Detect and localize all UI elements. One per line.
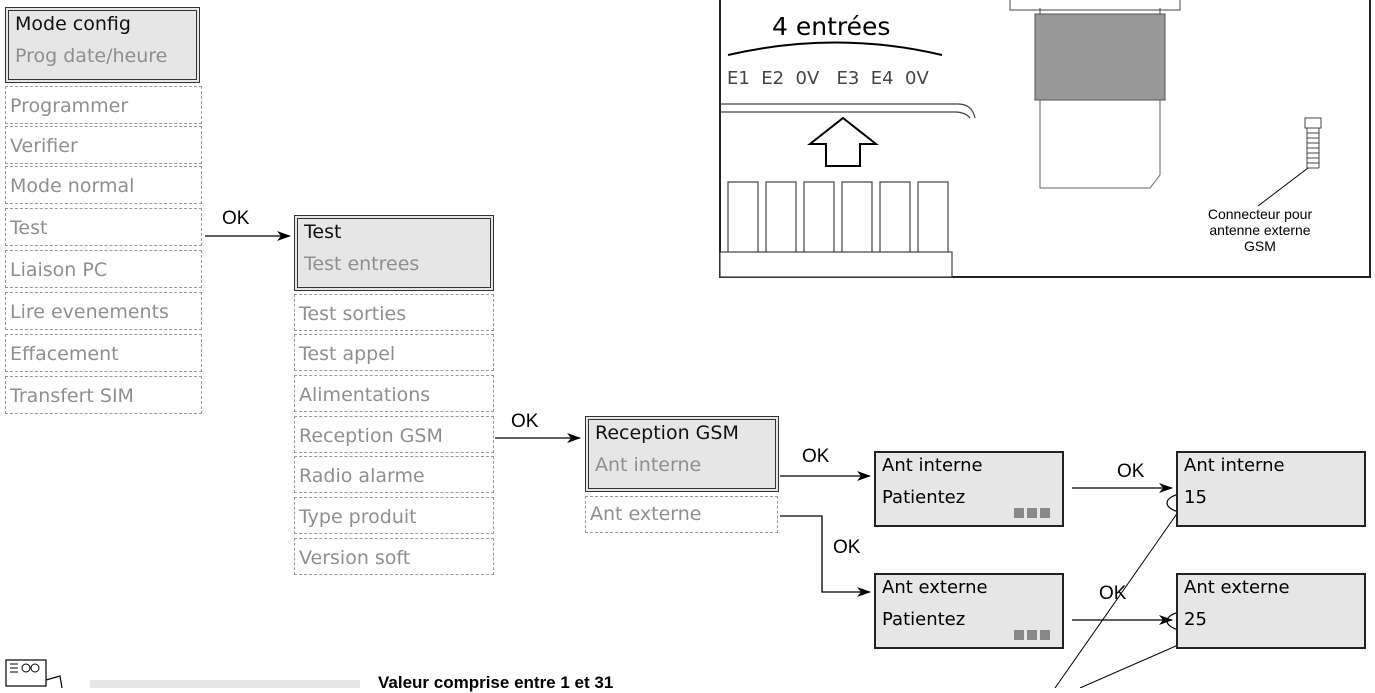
menu-test-title: Test <box>304 221 342 243</box>
terminal-labels: E1 E2 0V E3 E4 0V <box>727 68 929 89</box>
menu1-item[interactable]: Test <box>5 208 202 246</box>
menu1-item[interactable]: Liaison PC <box>5 250 202 288</box>
connector-caption-line: GSM <box>1244 238 1276 254</box>
pointer-line-1 <box>1054 504 1184 688</box>
wait-internal-line2: Patientez <box>882 487 966 508</box>
ok-label-1: OK <box>222 208 250 229</box>
progress-square <box>1027 630 1037 640</box>
menu-gsm-header: Reception GSM Ant interne <box>585 416 779 492</box>
menu2-item[interactable]: Radio alarme <box>294 456 494 493</box>
pointer-line-2 <box>1079 641 1186 688</box>
ok-label-4: OK <box>833 537 861 558</box>
inputs-title: 4 entrées <box>772 12 891 41</box>
menu-gsm-title: Reception GSM <box>595 422 739 444</box>
result-internal-value: 15 <box>1184 487 1207 508</box>
result-internal-line1: Ant interne <box>1184 455 1285 476</box>
connector-caption: Connecteur pour antenne externe GSM <box>1175 206 1345 254</box>
menu-test-selected: Test entrees <box>304 253 420 275</box>
wait-external-display: Ant externe Patientez <box>874 573 1064 649</box>
menu1-item[interactable]: Programmer <box>5 86 202 124</box>
progress-square <box>1014 630 1024 640</box>
wait-internal-line1: Ant interne <box>882 455 983 476</box>
menu-test-header: Test Test entrees <box>294 215 494 291</box>
menu1-item[interactable]: Transfert SIM <box>5 376 202 414</box>
menu3-item[interactable]: Ant externe <box>585 496 778 533</box>
menu1-item[interactable]: Lire evenements <box>5 292 202 330</box>
connector-caption-line: antenne externe <box>1209 222 1311 238</box>
arrow-ok-4 <box>780 515 871 597</box>
progress-square <box>1027 508 1037 518</box>
result-external-value: 25 <box>1184 609 1207 630</box>
menu1-item[interactable]: Effacement <box>5 334 202 372</box>
menu-config-title: Mode config <box>15 13 131 35</box>
menu2-item[interactable]: Version soft <box>294 538 494 575</box>
progress-square <box>1040 508 1050 518</box>
wait-external-line1: Ant externe <box>882 577 988 598</box>
ok-label-5: OK <box>1117 461 1145 482</box>
result-internal-display: Ant interne 15 <box>1176 451 1366 527</box>
ok-label-3: OK <box>802 446 830 467</box>
menu-config-header: Mode config Prog date/heure <box>5 7 200 83</box>
hardware-panel <box>719 0 1371 278</box>
wait-internal-display: Ant interne Patientez <box>874 451 1064 527</box>
ok-label-6: OK <box>1099 583 1127 604</box>
menu2-item[interactable]: Type produit <box>294 497 494 534</box>
menu2-item[interactable]: Alimentations <box>294 375 494 412</box>
menu2-item[interactable]: Test sorties <box>294 294 494 331</box>
menu2-item[interactable]: Reception GSM <box>294 416 494 453</box>
menu-config-selected: Prog date/heure <box>15 45 168 67</box>
menu2-item[interactable]: Test appel <box>294 334 494 371</box>
ok-label-2: OK <box>511 411 539 432</box>
wait-external-line2: Patientez <box>882 609 966 630</box>
menu1-item[interactable]: Mode normal <box>5 166 202 204</box>
reading-icon <box>5 659 63 688</box>
result-external-line1: Ant externe <box>1184 577 1290 598</box>
menu-gsm-selected: Ant interne <box>595 454 702 476</box>
connector-caption-line: Connecteur pour <box>1207 206 1313 222</box>
menu1-item[interactable]: Verifier <box>5 126 202 164</box>
progress-square <box>1040 630 1050 640</box>
note-bar <box>90 680 360 688</box>
progress-square <box>1014 508 1024 518</box>
result-external-display: Ant externe 25 <box>1176 573 1366 649</box>
note-text: Valeur comprise entre 1 et 31 <box>378 673 614 692</box>
